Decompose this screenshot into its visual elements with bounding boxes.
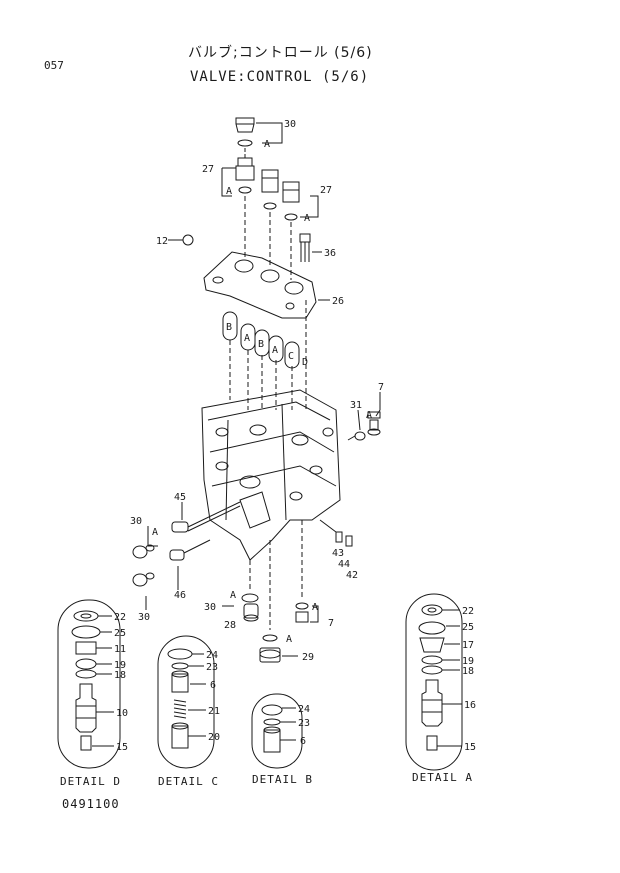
page-number: 057	[44, 59, 64, 72]
callout-7-bottom: 7	[328, 618, 334, 629]
callout-a-side: A	[366, 410, 372, 421]
callout-labels: 30 A 27 A 27 A 12 36 26 B A B A C D 31 7…	[114, 119, 476, 753]
callout-30-bot: 30	[204, 602, 216, 613]
detail-c-6: 6	[210, 680, 216, 691]
detail-d-10: 10	[116, 708, 128, 719]
bolt-36	[299, 233, 311, 262]
detail-b-parts	[261, 704, 283, 753]
plug-12	[182, 234, 194, 246]
callout-27-right: 27	[320, 185, 332, 196]
detail-d-15: 15	[116, 742, 128, 753]
detail-a-frame	[405, 593, 463, 771]
pin-43-44-42	[335, 531, 353, 547]
fitting-27-right	[282, 181, 300, 221]
callout-42: 42	[346, 570, 358, 581]
callout-36: 36	[324, 248, 336, 259]
detail-d-label: DETAIL D	[60, 775, 121, 788]
callout-29: 29	[302, 652, 314, 663]
callout-a-mid: A	[152, 527, 158, 538]
callout-44: 44	[338, 559, 350, 570]
rod-45	[171, 501, 241, 533]
fitting-27-left	[235, 157, 255, 194]
detail-d-25: 25	[114, 628, 126, 639]
callout-30-low: 30	[138, 612, 150, 623]
callout-30-mid: 30	[130, 516, 142, 527]
detail-d-frame	[57, 599, 121, 769]
detail-b-6: 6	[300, 736, 306, 747]
plug-30-low	[132, 572, 155, 587]
detail-d-leaders	[92, 615, 114, 747]
detail-a-17: 17	[462, 640, 474, 651]
plug-28	[241, 593, 259, 622]
cover-26	[203, 251, 317, 319]
detail-d-18: 18	[114, 670, 126, 681]
detail-b-label: DETAIL B	[252, 773, 313, 786]
detail-b-24: 24	[298, 704, 310, 715]
detail-a-label: DETAIL A	[412, 771, 473, 784]
detail-a-18: 18	[462, 666, 474, 677]
callout-46: 46	[174, 590, 186, 601]
callout-43: 43	[332, 548, 344, 559]
detail-a-22: 22	[462, 606, 474, 617]
callout-31: 31	[350, 400, 362, 411]
callout-28: 28	[224, 620, 236, 631]
fitting-7-side	[367, 411, 381, 436]
callout-a-bot-right: A	[312, 602, 318, 613]
callout-27-left: 27	[202, 164, 214, 175]
detail-c-leaders	[188, 653, 206, 737]
detail-a-25: 25	[462, 622, 474, 633]
plug-29	[259, 634, 281, 663]
title-english: VALVE:CONTROL (5/6)	[190, 69, 370, 85]
detail-c-21: 21	[208, 706, 220, 717]
callout-12: 12	[156, 236, 168, 247]
detail-b-23: 23	[298, 718, 310, 729]
detail-d-19: 19	[114, 660, 126, 671]
detail-a-parts	[418, 604, 446, 751]
callout-a-bot: A	[230, 590, 236, 601]
callout-a-29: A	[286, 634, 292, 645]
detail-c-20: 20	[208, 732, 220, 743]
detail-c-23: 23	[206, 662, 218, 673]
callout-30-top: 30	[284, 119, 296, 130]
spool-seals	[222, 311, 300, 369]
plug-30-top	[235, 117, 255, 147]
title-japanese: バルブ;コントロール (5/6)	[188, 45, 373, 61]
seal-d: D	[302, 357, 308, 368]
callout-a-right: A	[304, 213, 310, 224]
plug-46	[169, 539, 211, 561]
detail-a-16: 16	[464, 700, 476, 711]
detail-b-frame	[251, 693, 303, 769]
detail-c-24: 24	[206, 650, 218, 661]
detail-d-22: 22	[114, 612, 126, 623]
fitting-27-center	[261, 169, 279, 210]
detail-d-parts	[71, 610, 101, 751]
document-code: 0491100	[62, 797, 120, 811]
callout-a-top: A	[264, 139, 270, 150]
seal-a-2: A	[272, 345, 278, 356]
fitting-7-lower	[295, 602, 309, 623]
detail-c-frame	[157, 635, 215, 769]
callout-7-top: 7	[378, 382, 384, 393]
callout-26: 26	[332, 296, 344, 307]
seal-a-1: A	[244, 333, 250, 344]
callout-a-left: A	[226, 186, 232, 197]
seal-b-2: B	[258, 339, 264, 350]
seal-b-1: B	[226, 322, 232, 333]
detail-b-leaders	[280, 707, 296, 741]
detail-a-19: 19	[462, 656, 474, 667]
seal-c: C	[288, 351, 294, 362]
detail-c-parts	[167, 648, 193, 749]
plug-30-mid	[132, 544, 155, 559]
detail-a-15: 15	[464, 742, 476, 753]
plug-31	[347, 431, 366, 441]
valve-body	[201, 389, 341, 561]
detail-d-11: 11	[114, 644, 126, 655]
detail-a-leaders	[437, 609, 462, 747]
callout-45: 45	[174, 492, 186, 503]
detail-c-label: DETAIL C	[158, 775, 219, 788]
